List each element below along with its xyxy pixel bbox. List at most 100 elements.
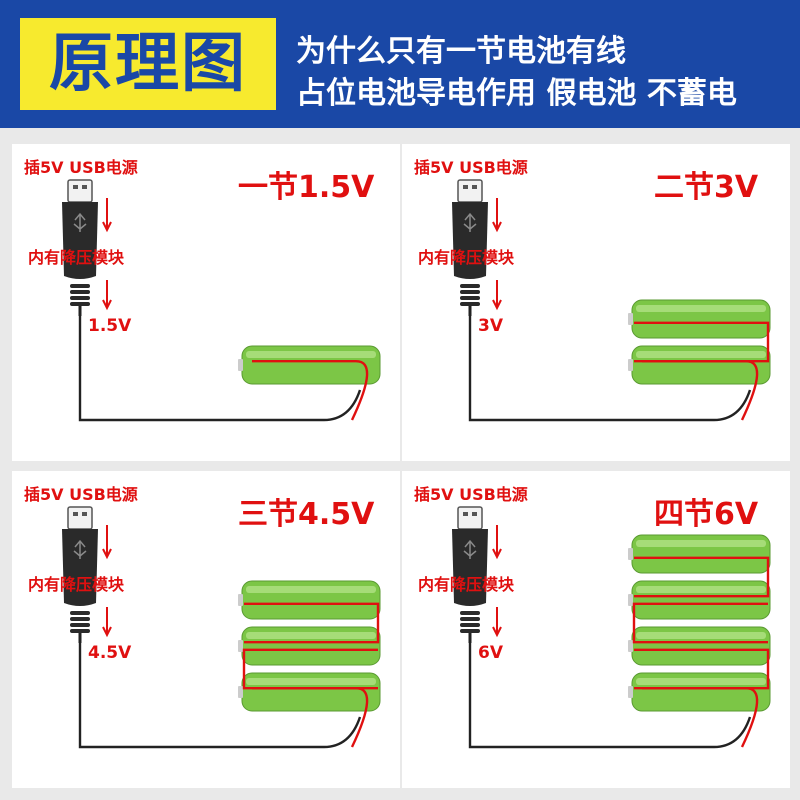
cable-strain-relief (70, 611, 90, 615)
output-voltage-label: 6V (478, 643, 503, 663)
step-down-module-label: 内有降压模块 (418, 575, 515, 594)
header-line-1: 为什么只有一节电池有线 (296, 34, 626, 69)
usb-power-label: 插5V USB电源 (414, 485, 528, 504)
panel-1: 插5V USB电源 内有降压模块 1.5V 一节1.5V (12, 144, 400, 461)
page-title: 原理图 (20, 18, 276, 110)
cable-strain-relief (70, 623, 90, 627)
usb-plug-body (62, 529, 98, 606)
cable-strain-relief (70, 296, 90, 300)
battery (628, 299, 771, 339)
usb-symbol-icon (73, 212, 87, 232)
battery (628, 534, 771, 574)
cable-strain-relief (460, 302, 480, 306)
step-down-module-label: 内有降压模块 (28, 575, 125, 594)
battery-terminal (628, 686, 633, 698)
battery-count-label: 四节6V (654, 497, 759, 532)
cable-strain-relief (460, 611, 480, 615)
usb-plug-icon (452, 179, 488, 316)
usb-power-label: 插5V USB电源 (24, 485, 138, 504)
series-link-wire (244, 602, 380, 644)
wiring-diagram (62, 179, 381, 422)
usb-connector-metal (67, 179, 93, 203)
cable-strain-relief (70, 629, 90, 633)
header-line-2: 占位电池导电作用 假电池 不蓄电 (296, 76, 737, 111)
usb-plug-body (62, 202, 98, 279)
panel-3: 插5V USB电源 内有降压模块 4.5V 三节4.5V (12, 471, 400, 788)
output-voltage-label: 1.5V (88, 316, 132, 336)
battery-terminal (628, 313, 633, 325)
panel-4: 插5V USB电源 内有降压模块 6V 四节6V (402, 471, 790, 788)
cable-strain-relief (70, 617, 90, 621)
battery-terminal (628, 594, 633, 606)
step-down-module-label: 内有降压模块 (418, 248, 515, 267)
cable-wire (468, 643, 752, 749)
positive-lead-wire (642, 687, 759, 748)
down-arrow-icon (492, 525, 502, 560)
usb-plug-body (452, 202, 488, 279)
battery-highlight (636, 632, 766, 639)
battery (628, 626, 771, 666)
down-arrow-icon (102, 198, 112, 233)
usb-connector-metal (67, 506, 93, 530)
wiring-diagram (62, 506, 381, 749)
battery (238, 626, 381, 666)
battery (238, 580, 381, 620)
positive-lead-wire (642, 360, 759, 421)
battery (628, 672, 771, 712)
cable-strain-relief (70, 302, 90, 306)
cable-strain-relief (460, 623, 480, 627)
cable-wire (78, 316, 362, 422)
cable-wire (78, 643, 362, 749)
step-down-module-label: 内有降压模块 (28, 248, 125, 267)
battery-terminal (628, 548, 633, 560)
battery (238, 345, 381, 385)
battery-highlight (246, 586, 376, 593)
battery-terminal (628, 359, 633, 371)
header-banner: 原理图 为什么只有一节电池有线 占位电池导电作用 假电池 不蓄电 (0, 0, 800, 128)
battery-highlight (636, 586, 766, 593)
usb-plug-icon (62, 506, 98, 643)
battery (628, 580, 771, 620)
battery-terminal (238, 686, 243, 698)
cable-strain-relief (460, 629, 480, 633)
cable-strain-relief (460, 290, 480, 294)
positive-lead-wire (252, 360, 369, 421)
cable-wire (468, 316, 752, 422)
battery-highlight (636, 351, 766, 358)
usb-symbol-icon (463, 539, 477, 559)
down-arrow-icon (102, 607, 112, 638)
cable-strain-relief (70, 284, 90, 288)
battery-terminal (238, 359, 243, 371)
down-arrow-icon (492, 607, 502, 638)
wiring-diagram (452, 179, 771, 422)
positive-lead-wire (252, 687, 369, 748)
cable-strain-relief (460, 296, 480, 300)
output-voltage-label: 4.5V (88, 643, 132, 663)
usb-plug-icon (452, 506, 488, 643)
battery-highlight (246, 632, 376, 639)
battery-terminal (628, 640, 633, 652)
usb-connector-metal (457, 179, 483, 203)
battery-highlight (636, 540, 766, 547)
battery (628, 345, 771, 385)
usb-plug-icon (62, 179, 98, 316)
series-link-wire (632, 602, 768, 644)
battery-count-label: 三节4.5V (238, 497, 375, 532)
battery-highlight (636, 678, 766, 685)
down-arrow-icon (102, 280, 112, 311)
series-wiring (632, 556, 770, 690)
battery (238, 672, 381, 712)
wiring-diagram (452, 506, 771, 749)
cable-strain-relief (460, 284, 480, 288)
battery-count-label: 二节3V (654, 170, 759, 205)
battery-highlight (246, 351, 376, 358)
battery-terminal (238, 594, 243, 606)
usb-power-label: 插5V USB电源 (414, 158, 528, 177)
battery-highlight (636, 305, 766, 312)
panel-2: 插5V USB电源 内有降压模块 3V 二节3V (402, 144, 790, 461)
down-arrow-icon (492, 280, 502, 311)
cable-strain-relief (70, 290, 90, 294)
usb-connector-metal (457, 506, 483, 530)
series-link-wire (634, 556, 770, 598)
